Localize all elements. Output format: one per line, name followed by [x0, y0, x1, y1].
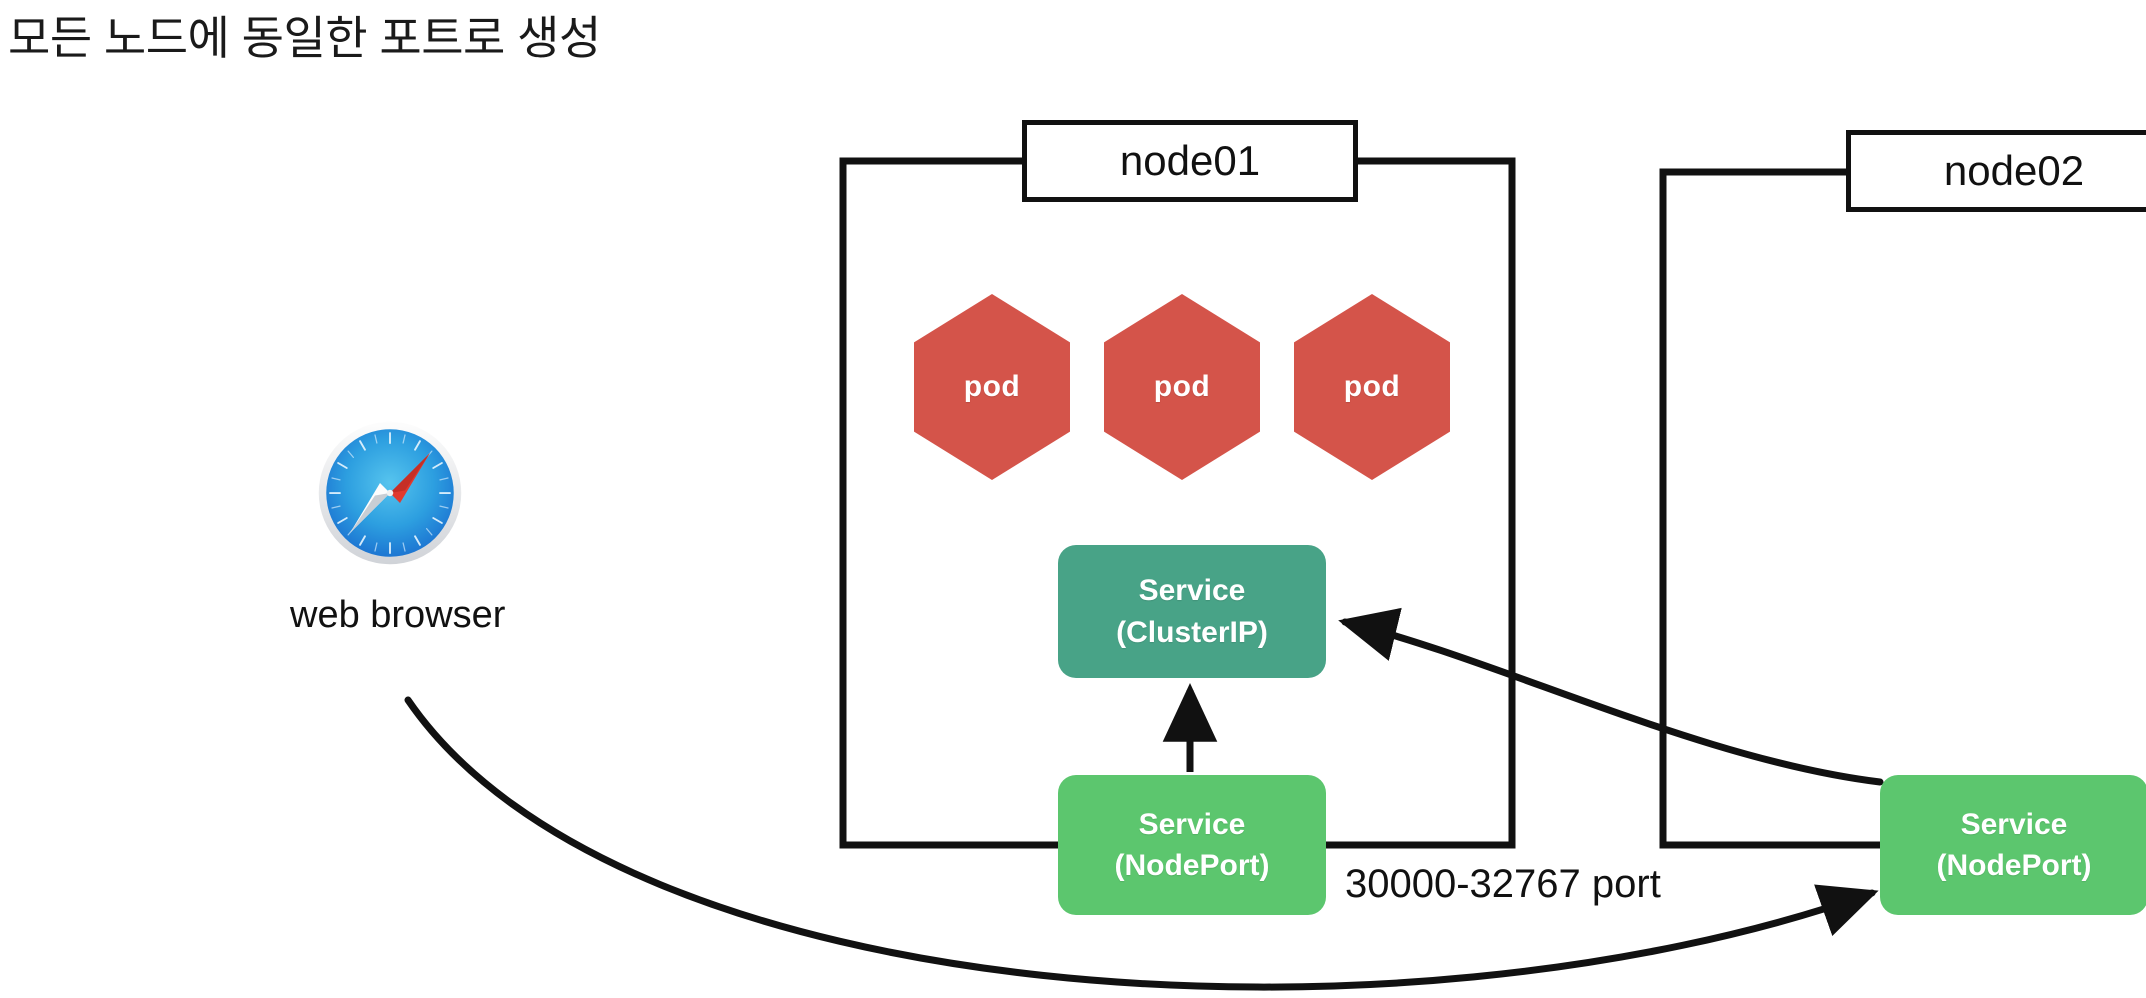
pod-label: pod [963, 370, 1021, 403]
node02-title-box: node02 [1846, 130, 2146, 212]
web-browser-group: web browser [290, 418, 506, 637]
service-clusterip-line2: (ClusterIP) [1116, 615, 1268, 649]
service-nodeport-node01-line1: Service [1138, 807, 1246, 841]
node01-frame [839, 157, 1516, 849]
port-range-label: 30000-32767 port [1345, 862, 1661, 906]
node01-label: node01 [1119, 137, 1261, 184]
service-nodeport-node02-line2: (NodePort) [1936, 849, 2092, 882]
node02-frame [1659, 168, 2146, 849]
node02-label: node02 [1943, 147, 2085, 194]
arrow-nodeport02-to-clusterip [1338, 607, 1884, 786]
service-clusterip-box: Service (ClusterIP) [1058, 545, 1326, 678]
pod-label: pod [1343, 370, 1401, 403]
safari-compass-icon [318, 421, 462, 565]
service-nodeport-node02-box: Service (NodePort) [1880, 775, 2146, 915]
service-nodeport-node01-line2: (NodePort) [1114, 849, 1270, 882]
web-browser-label: web browser [290, 594, 506, 636]
node01-title-box: node01 [1022, 120, 1358, 202]
service-nodeport-node02-line1: Service [1960, 807, 2068, 841]
pod-label: pod [1153, 370, 1211, 403]
service-nodeport-node01-box: Service (NodePort) [1058, 775, 1326, 915]
page-title: 모든 노드에 동일한 포트로 생성 [8, 12, 601, 64]
service-clusterip-line1: Service [1138, 574, 1246, 608]
arrow-browser-to-nodeport02 [404, 696, 1879, 991]
